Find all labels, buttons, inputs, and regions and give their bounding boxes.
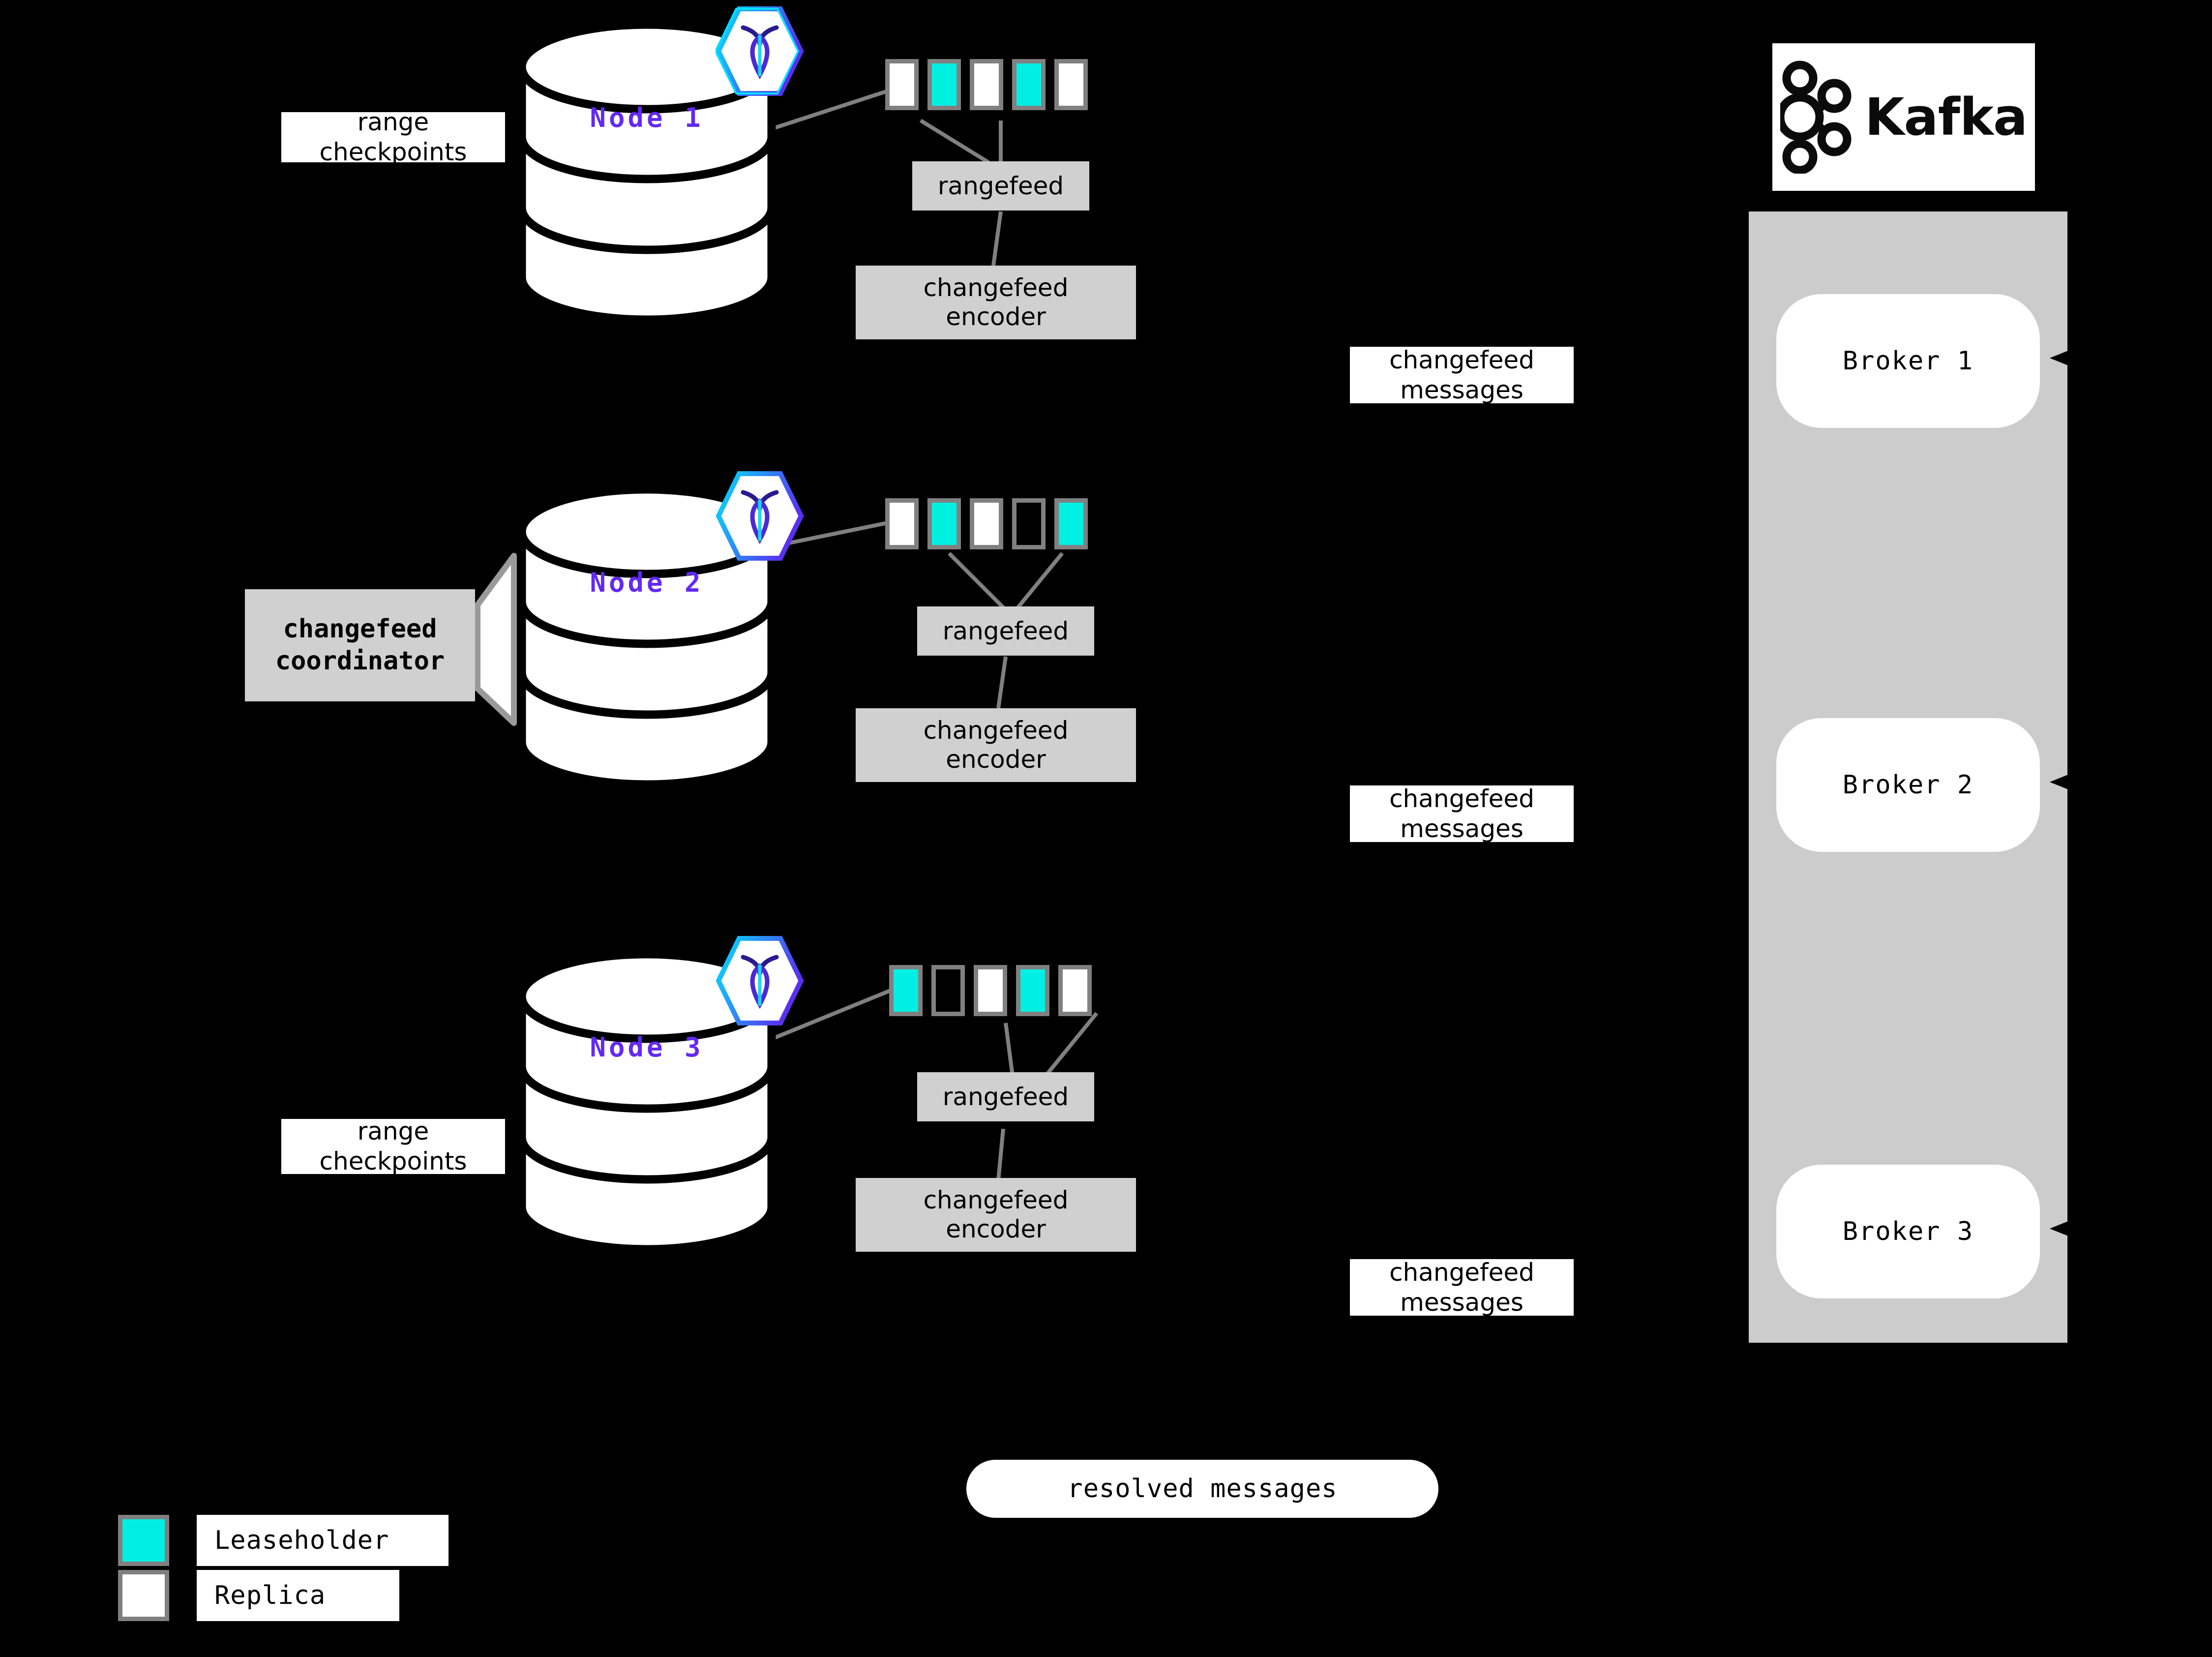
broker-label: Broker 2 xyxy=(1842,770,1974,800)
range-absent xyxy=(931,965,965,1016)
changefeed-encoder-label: changefeed encoder xyxy=(923,1186,1069,1243)
legend-label-leaseholder: Leaseholder xyxy=(197,1515,448,1566)
legend-item-replica: Replica xyxy=(118,1570,399,1621)
legend: Leaseholder Replica xyxy=(118,1515,492,1628)
range-leaseholder xyxy=(889,965,923,1016)
broker-label: Broker 3 xyxy=(1842,1217,1974,1246)
rangefeed-label: rangefeed xyxy=(937,171,1064,200)
range-leaseholder xyxy=(927,59,961,110)
database-cylinder-icon xyxy=(517,950,776,1254)
legend-item-leaseholder: Leaseholder xyxy=(118,1515,448,1566)
range-replica xyxy=(1054,59,1088,110)
node-3-changefeed-encoder-box: changefeed encoder xyxy=(856,1178,1136,1252)
range-replica xyxy=(885,498,919,549)
range-leaseholder xyxy=(1012,59,1046,110)
resolved-messages-label: resolved messages xyxy=(1067,1474,1338,1504)
node-1-rangefeed-box: rangefeed xyxy=(912,161,1089,211)
range-replica xyxy=(970,498,1003,549)
changefeed-encoder-label: changefeed encoder xyxy=(923,716,1069,774)
range-absent xyxy=(1012,498,1046,549)
broker-2[interactable]: Broker 2 xyxy=(1776,718,2040,852)
cockroachdb-logo xyxy=(716,6,804,96)
node-2-changefeed-encoder-box: changefeed encoder xyxy=(856,708,1136,782)
node-1: Node 1 xyxy=(514,6,804,325)
range-checkpoints-label-bottom: range checkpoints xyxy=(281,1117,505,1175)
changefeed-messages-text: changefeed messages xyxy=(1389,784,1534,843)
kafka-logo xyxy=(1780,60,1852,174)
node-2-rangefeed-box: rangefeed xyxy=(917,606,1094,656)
broker-label: Broker 1 xyxy=(1842,346,1974,376)
legend-swatch-leaseholder xyxy=(118,1515,169,1566)
broker-3-inbound-arrowhead xyxy=(2050,1217,2079,1240)
node-2-ranges xyxy=(885,498,1088,549)
cockroachdb-logo xyxy=(716,471,804,561)
changefeed-coordinator: changefeed coordinator xyxy=(245,546,550,767)
kafka-broker-panel: Broker 1 Broker 2 Broker 3 xyxy=(1749,211,2079,1343)
database-cylinder-icon xyxy=(517,20,776,324)
range-replica xyxy=(885,59,919,110)
legend-swatch-replica xyxy=(118,1570,169,1621)
broker-1[interactable]: Broker 1 xyxy=(1776,294,2040,428)
rangefeed-label: rangefeed xyxy=(942,1082,1069,1111)
rangefeed-label: rangefeed xyxy=(942,616,1069,645)
node-1-changefeed-encoder-box: changefeed encoder xyxy=(856,266,1136,339)
range-checkpoints-text: range checkpoints xyxy=(319,108,467,166)
broker-1-inbound-arrowhead xyxy=(2050,346,2079,370)
changefeed-messages-label-3: changefeed messages xyxy=(1350,1258,1574,1317)
broker-3[interactable]: Broker 3 xyxy=(1776,1165,2040,1298)
resolved-messages-pill: resolved messages xyxy=(966,1460,1438,1518)
kafka-wordmark: Kafka xyxy=(1864,87,2028,147)
changefeed-messages-label-1: changefeed messages xyxy=(1350,345,1574,404)
node-1-ranges xyxy=(885,59,1088,110)
range-replica xyxy=(1058,965,1092,1016)
changefeed-encoder-label: changefeed encoder xyxy=(923,273,1069,331)
node-3-ranges xyxy=(889,965,1092,1016)
coordinator-box: changefeed coordinator xyxy=(245,589,475,701)
kafka-logo-card: Kafka xyxy=(1772,43,2035,191)
changefeed-messages-label-2: changefeed messages xyxy=(1350,784,1574,843)
node-3: Node 3 xyxy=(514,936,804,1254)
range-leaseholder xyxy=(927,498,961,549)
changefeed-messages-text: changefeed messages xyxy=(1389,345,1534,404)
range-replica xyxy=(970,59,1003,110)
legend-label-replica: Replica xyxy=(197,1570,399,1621)
coordinator-arrow-icon xyxy=(475,553,517,726)
range-checkpoints-text: range checkpoints xyxy=(319,1117,467,1175)
range-leaseholder xyxy=(1054,498,1088,549)
broker-2-inbound-arrowhead xyxy=(2050,770,2079,794)
database-cylinder-icon xyxy=(517,485,776,789)
range-leaseholder xyxy=(1016,965,1049,1016)
range-checkpoints-label-top: range checkpoints xyxy=(281,108,505,166)
range-replica xyxy=(974,965,1007,1016)
cockroachdb-logo xyxy=(716,936,804,1025)
coordinator-label: changefeed coordinator xyxy=(275,614,445,676)
changefeed-messages-text: changefeed messages xyxy=(1389,1258,1534,1317)
node-3-rangefeed-box: rangefeed xyxy=(917,1072,1094,1121)
